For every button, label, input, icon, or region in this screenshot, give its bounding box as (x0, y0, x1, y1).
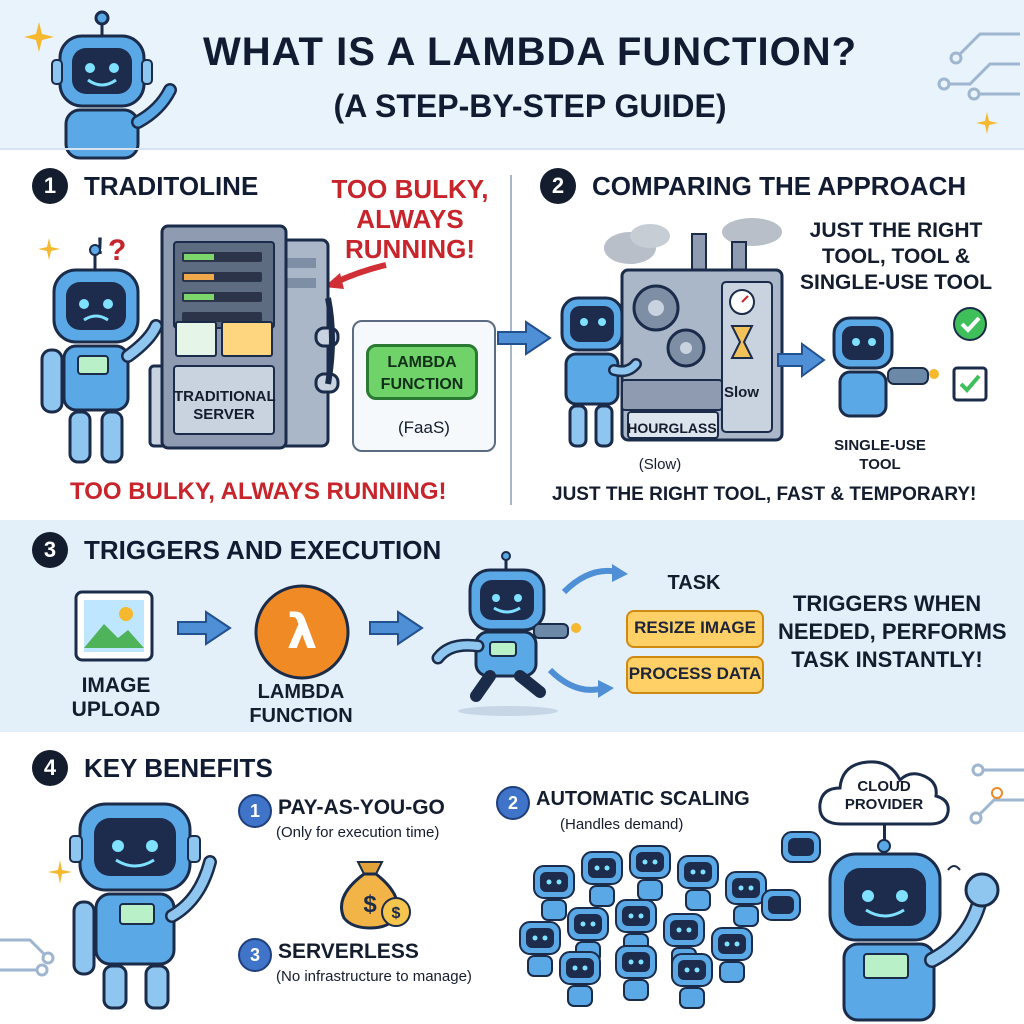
checkbox-icon (952, 366, 988, 402)
check-circle-icon (953, 307, 987, 341)
cloud-provider-label: CLOUD PROVIDER (844, 778, 924, 813)
benefit-3-desc: (No infrastructure to manage) (276, 968, 472, 985)
benefit-1-desc: (Only for execution time) (276, 824, 440, 841)
section-1-bottom-text: TOO BULKY, ALWAYS RUNNING! (70, 478, 447, 505)
section-2-bottom-text: JUST THE RIGHT TOOL, FAST & TEMPORARY! (552, 484, 977, 505)
faas-label: (FaaS) (398, 418, 450, 437)
section-4-number: 4 (32, 750, 68, 786)
traditional-server-icon (148, 224, 340, 450)
svg-text:?: ? (108, 234, 126, 267)
mini-robot-icon (781, 831, 821, 863)
worried-robot-icon: ? ! (40, 233, 163, 464)
svg-text:λ: λ (287, 604, 317, 660)
section-1-number: 1 (32, 168, 68, 204)
slow-below-label: (Slow) (638, 456, 682, 473)
section-2-number: 2 (540, 168, 576, 204)
lambda-function-label: LAMBDA FUNCTION (249, 681, 353, 727)
svg-text:!: ! (96, 233, 104, 260)
shadow (458, 706, 558, 716)
image-upload-label: IMAGE UPLOAD (71, 674, 161, 721)
circuit-icon (969, 763, 1024, 825)
robot-crowd-icon (519, 845, 767, 1009)
benefit-3-title: SERVERLESS (278, 940, 419, 963)
arrow-right-icon (177, 610, 232, 646)
tool-robot-icon (832, 316, 939, 418)
section-2-callout: JUST THE RIGHT TOOL, TOOL & SINGLE-USE T… (800, 219, 993, 294)
arrow-right-icon (369, 610, 424, 646)
mini-robot-icon (761, 889, 801, 921)
benefit-1-number: 1 (238, 794, 272, 828)
divider (0, 148, 1024, 150)
page-subtitle: (A STEP-BY-STEP GUIDE) (333, 88, 727, 124)
slow-machine-icon (604, 218, 784, 442)
circuit-icon (937, 32, 1020, 101)
cloud-icon (818, 760, 950, 826)
sparkle-icon (38, 238, 60, 260)
lambda-function-badge: LAMBDA FUNCTION (366, 344, 478, 400)
pointing-robot-icon (69, 802, 217, 1010)
sparkle-icon (24, 22, 54, 52)
machine-label: HOURGLASS (627, 420, 717, 436)
section-3-title: TRIGGERS AND EXECUTION (84, 535, 442, 565)
arrow-right-icon (777, 342, 826, 378)
curved-arrow-icon (547, 667, 614, 698)
header-banner (0, 0, 1024, 148)
benefit-2-title: AUTOMATIC SCALING (536, 788, 750, 810)
svg-text:$: $ (363, 891, 377, 918)
curved-arrow-icon (561, 564, 628, 595)
section-1-title: TRADITOLINE (84, 171, 259, 201)
lambda-faas-card: LAMBDA FUNCTION (FaaS) (352, 320, 496, 452)
server-label: TRADITIONAL SERVER (174, 388, 276, 423)
money-bag-icon: $ $ (340, 861, 411, 930)
section-4-title: KEY BENEFITS (84, 753, 273, 783)
section-2-title: COMPARING THE APPROACH (592, 171, 967, 201)
benefit-2-desc: (Handles demand) (560, 816, 684, 833)
waving-robot-icon (828, 839, 1000, 1022)
task-process-data: PROCESS DATA (626, 656, 764, 694)
slow-side-label: Slow (724, 384, 760, 401)
svg-text:$: $ (392, 905, 401, 922)
task-heading: TASK (667, 572, 721, 594)
section-3-side-text: TRIGGERS WHEN NEEDED, PERFORMS TASK INST… (778, 591, 1007, 672)
sparkle-icon (48, 860, 72, 884)
operator-robot-icon (560, 296, 642, 448)
section-3-number: 3 (32, 532, 68, 568)
task-resize-image: RESIZE IMAGE (626, 610, 764, 648)
sparkle-icon (976, 112, 998, 134)
circuit-icon (0, 938, 55, 977)
single-use-tool-label: SINGLE-USE TOOL (834, 437, 926, 473)
benefit-2-number: 2 (496, 786, 530, 820)
benefit-1-title: PAY-AS-YOU-GO (278, 796, 445, 819)
cloud-connector (883, 824, 886, 846)
lambda-icon: λ (254, 584, 350, 680)
flying-robot-icon (431, 551, 581, 702)
page-title: WHAT IS A LAMBDA FUNCTION? (202, 30, 858, 74)
arrow-right-icon (497, 320, 552, 356)
section-1-callout: TOO BULKY, ALWAYS RUNNING! (331, 174, 489, 264)
header-robot-icon (51, 10, 177, 160)
sparkle-icon (991, 787, 1003, 799)
benefit-3-number: 3 (238, 938, 272, 972)
image-icon (74, 590, 154, 662)
